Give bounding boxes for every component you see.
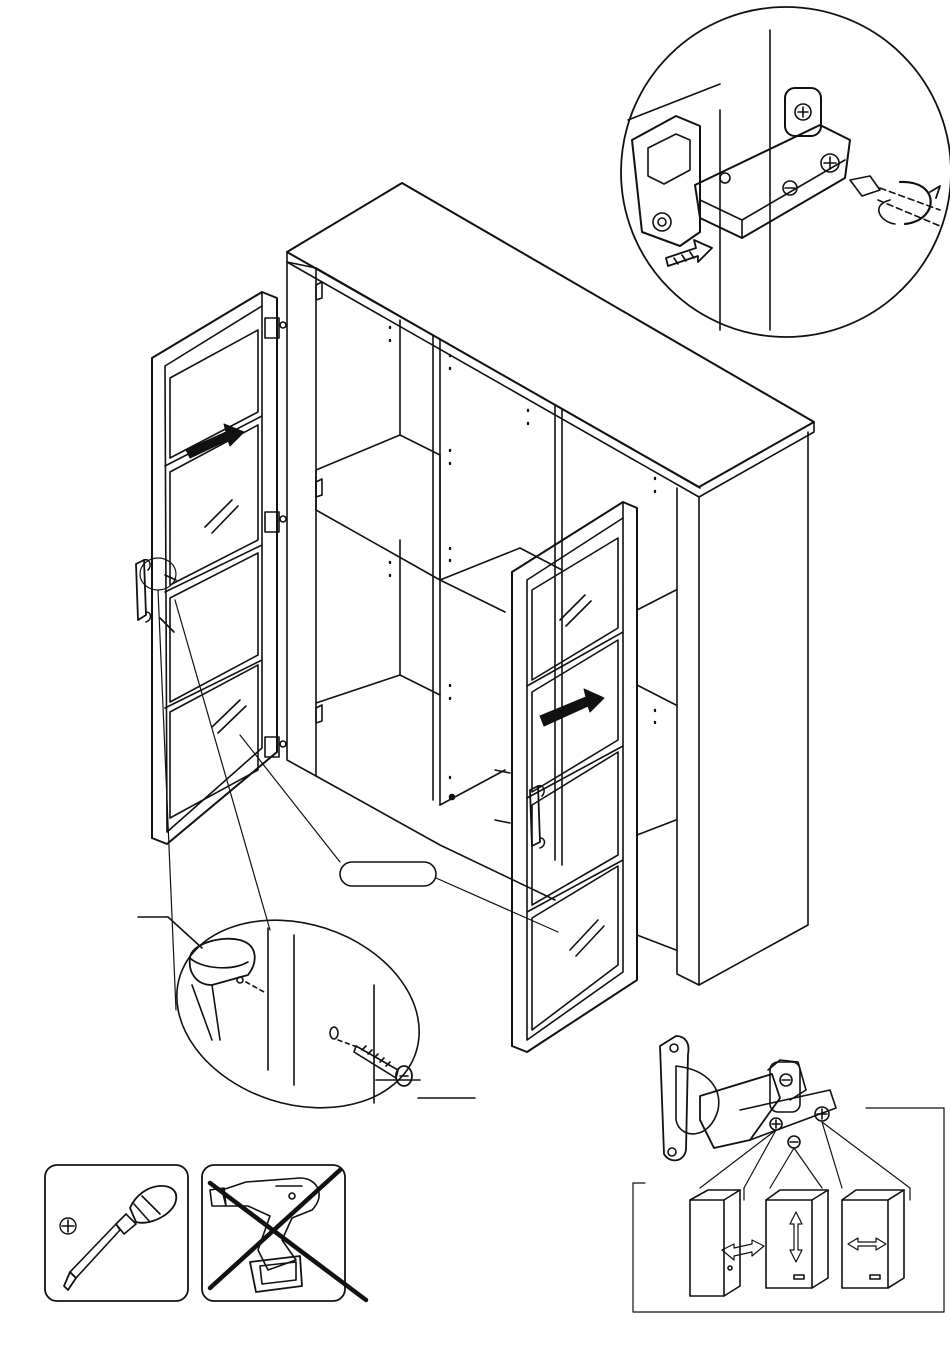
depth-adjustment-block bbox=[690, 1190, 764, 1296]
forbidden-box-drill bbox=[202, 1165, 366, 1301]
side-adjustment-block bbox=[842, 1190, 904, 1288]
tool-box-screwdriver bbox=[45, 1165, 188, 1301]
phillips-screwdriver-icon bbox=[60, 1186, 176, 1290]
right-glass-door bbox=[512, 502, 637, 1052]
callout-label-group bbox=[240, 735, 558, 932]
left-glass-door bbox=[136, 292, 286, 844]
hinge-adjustment-detail bbox=[633, 1036, 944, 1312]
height-adjustment-block bbox=[766, 1190, 828, 1288]
hinge-zoom-circle bbox=[621, 7, 950, 337]
